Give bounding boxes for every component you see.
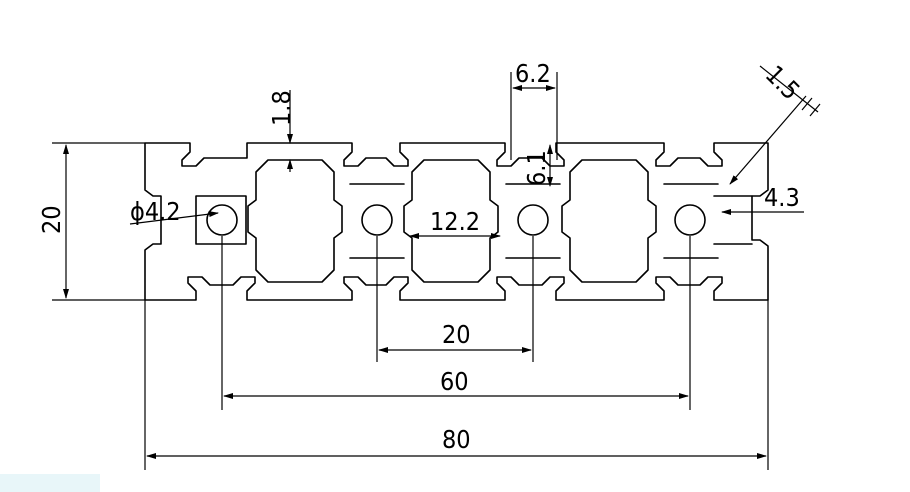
dim-height-20: 20 xyxy=(37,142,145,301)
dim-label-wall: 1.8 xyxy=(267,90,296,126)
dim-wall-1-8: 1.8 xyxy=(267,90,296,172)
dim-diagonal-1-5: 1.5 xyxy=(729,60,821,185)
dim-label-total: 80 xyxy=(442,425,471,454)
dim-depth-6-1: 6.1 xyxy=(522,144,553,187)
dim-label-diameter: ϕ4.2 xyxy=(130,197,181,226)
dim-label-depth: 6.1 xyxy=(522,150,551,186)
dim-label-edge: 4.3 xyxy=(764,183,800,212)
dim-edge-4-3: 4.3 xyxy=(721,183,804,215)
dim-hole-diameter: ϕ4.2 xyxy=(129,197,219,226)
profile-outline xyxy=(144,142,769,301)
corner-highlight xyxy=(0,474,100,492)
profile-chambers xyxy=(195,159,753,283)
dim-slot-6-2: 6.2 xyxy=(510,59,558,160)
dim-span-60: 60 xyxy=(221,236,691,410)
dim-label-diagonal: 1.5 xyxy=(760,60,806,106)
dim-pitch-20: 20 xyxy=(376,236,534,362)
dim-label-pitch: 20 xyxy=(442,320,471,349)
center-holes xyxy=(206,204,706,236)
dim-total-80: 80 xyxy=(144,300,769,470)
dim-label-height: 20 xyxy=(37,205,66,234)
dim-label-span: 60 xyxy=(440,367,469,396)
dim-label-width: 12.2 xyxy=(430,207,480,236)
dim-width-12-2: 12.2 xyxy=(409,207,501,239)
dim-label-slot: 6.2 xyxy=(515,59,551,88)
